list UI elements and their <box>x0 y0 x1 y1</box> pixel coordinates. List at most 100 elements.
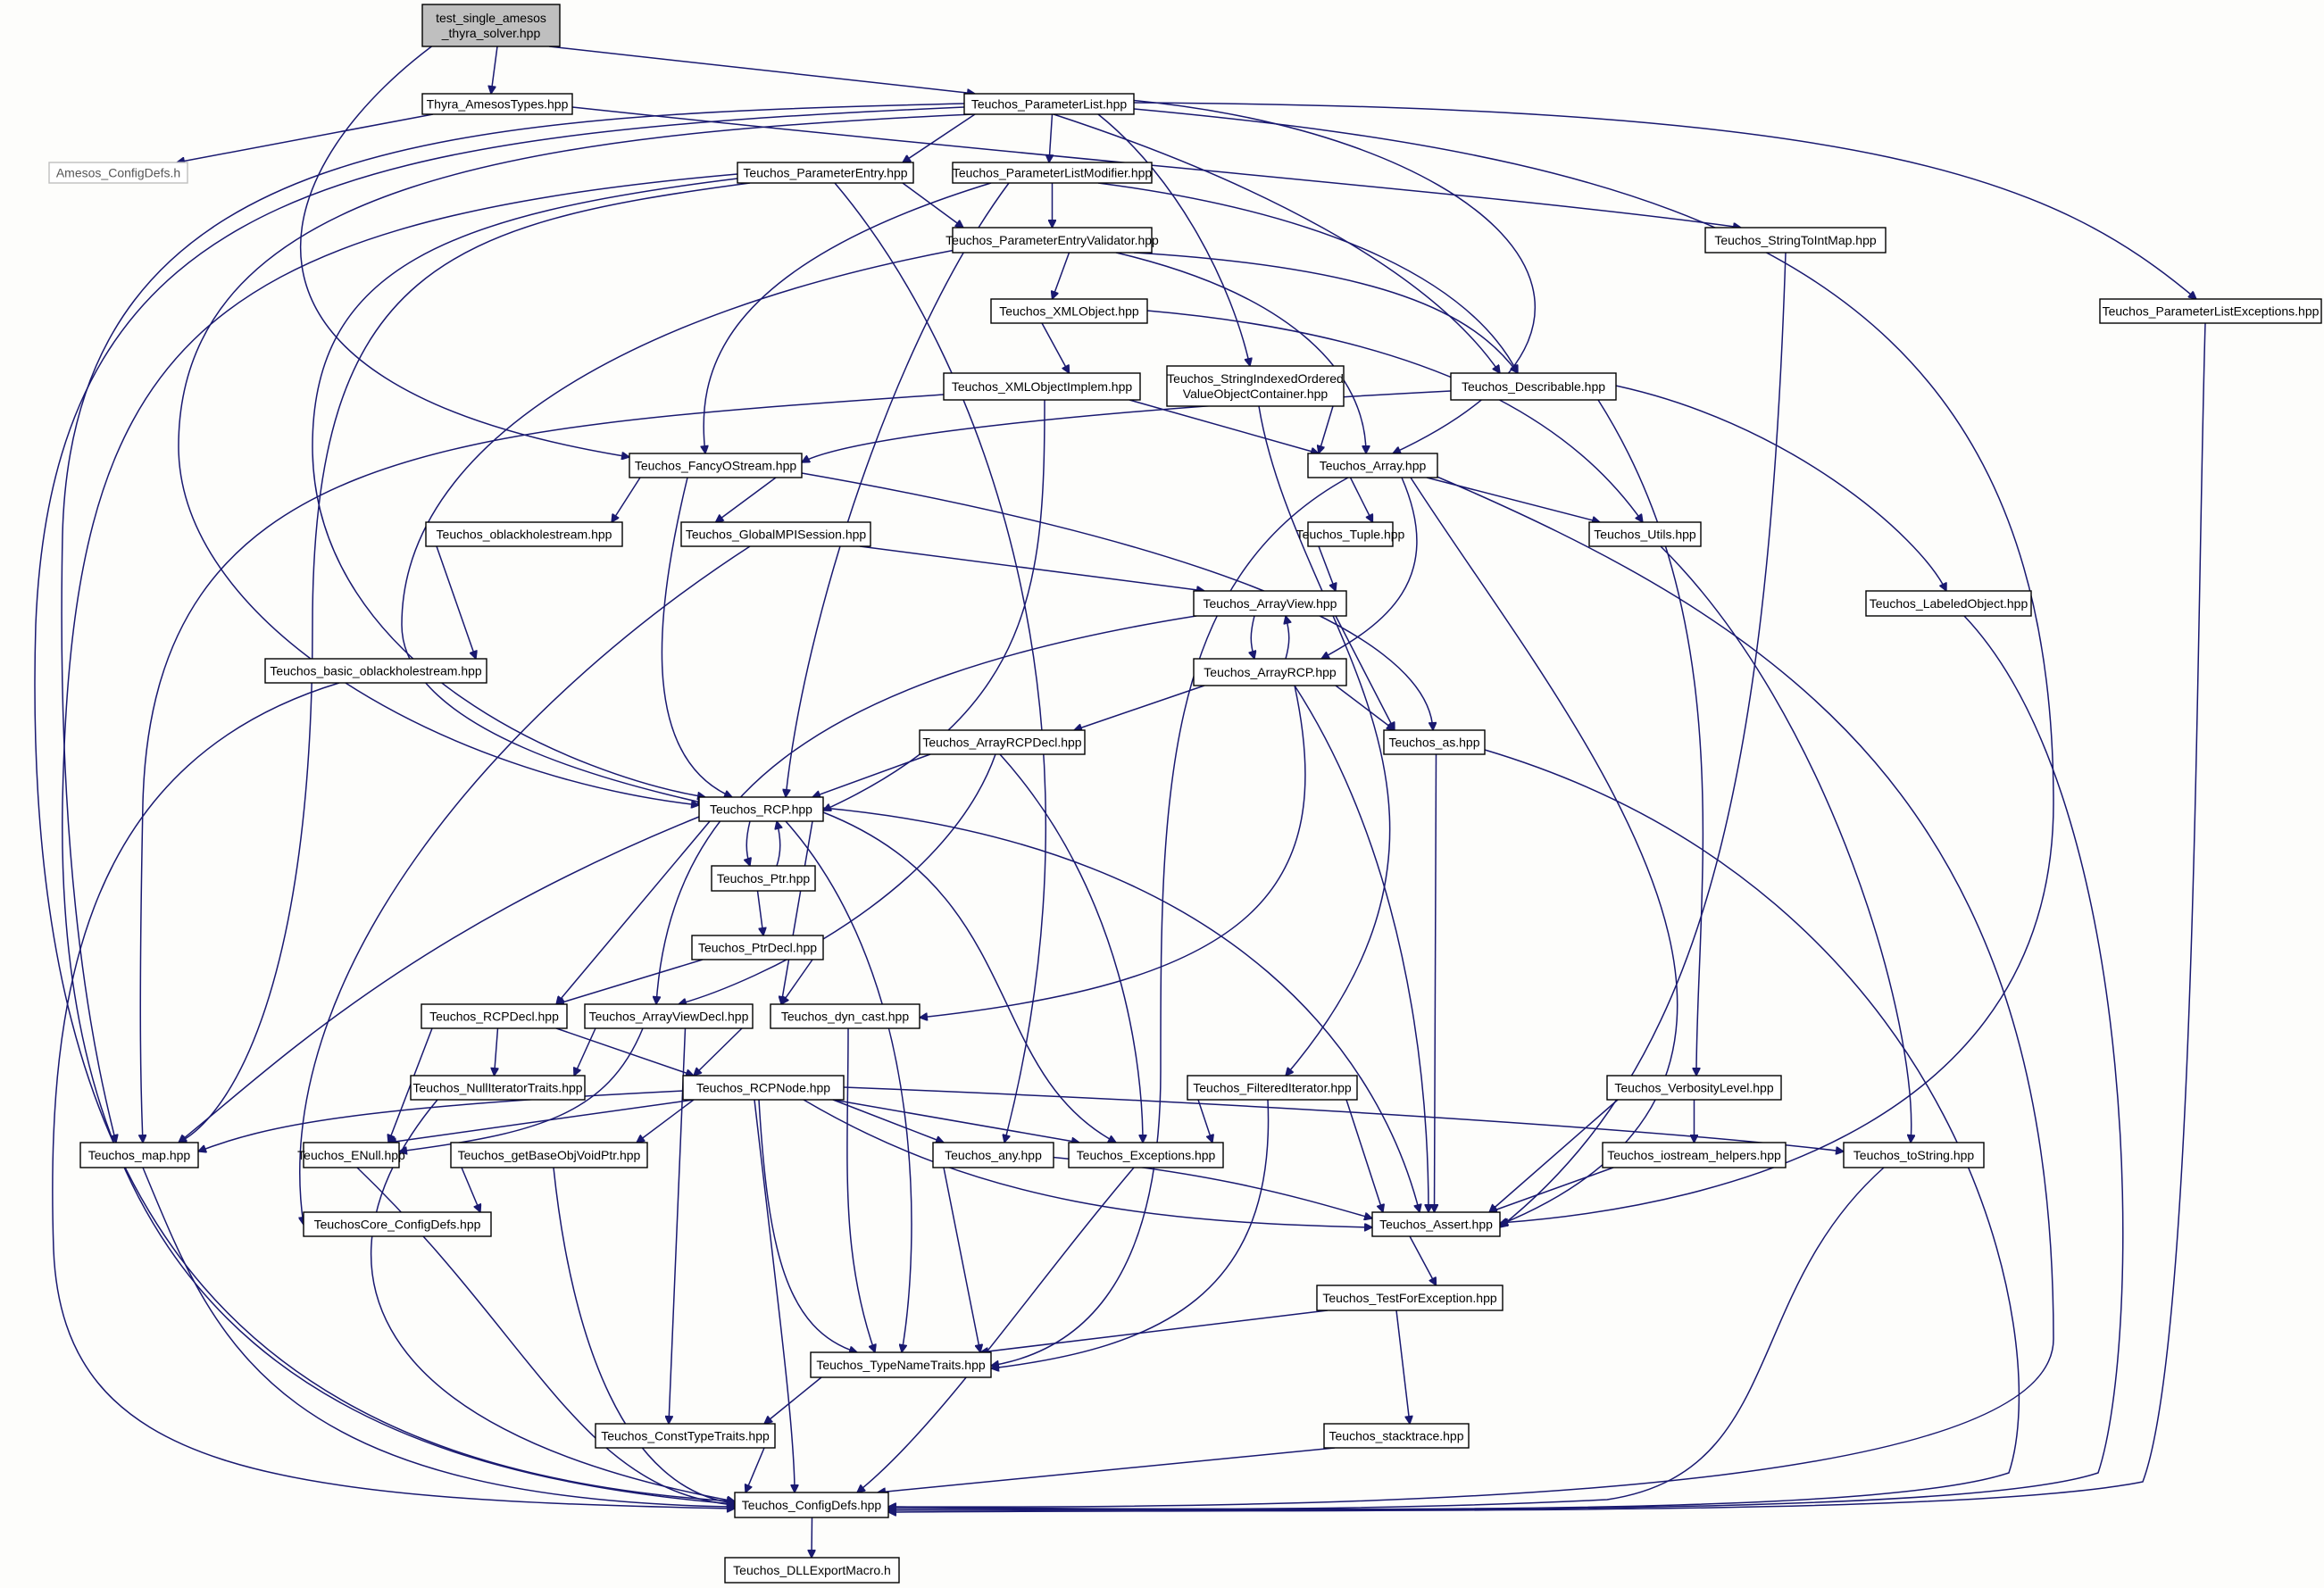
node-box-as[interactable] <box>1383 729 1486 755</box>
node-box-xmlobj[interactable] <box>990 298 1148 324</box>
node-box-utils[interactable] <box>1588 521 1702 547</box>
node-box-basicoblack[interactable] <box>264 658 487 684</box>
node-rcpnode[interactable]: Teuchos_RCPNode.hpp <box>682 1075 845 1101</box>
node-any[interactable]: Teuchos_any.hpp <box>932 1142 1054 1168</box>
node-box-tuple[interactable] <box>1307 521 1394 547</box>
node-arrayrcp[interactable]: Teuchos_ArrayRCP.hpp <box>1193 658 1347 686</box>
node-strindexed[interactable]: Teuchos_StringIndexedOrderedValueObjectC… <box>1166 365 1345 407</box>
node-enull[interactable]: Teuchos_ENull.hpp <box>297 1142 405 1168</box>
node-tuple[interactable]: Teuchos_Tuple.hpp <box>1296 521 1405 547</box>
node-box-plistmod[interactable] <box>952 162 1153 184</box>
node-box-pentry[interactable] <box>737 162 914 184</box>
node-amesoscfg[interactable]: Amesos_ConfigDefs.h <box>48 162 188 184</box>
node-dyncast[interactable]: Teuchos_dyn_cast.hpp <box>770 1003 920 1029</box>
node-box-plistexc[interactable] <box>2099 298 2322 324</box>
node-box-strindexed[interactable] <box>1166 365 1345 407</box>
node-xmlimpl[interactable]: Teuchos_XMLObjectImplem.hpp <box>943 372 1141 401</box>
node-box-arrayviewdecl[interactable] <box>584 1003 754 1029</box>
node-box-arrayview[interactable] <box>1193 590 1347 617</box>
node-typename[interactable]: Teuchos_TypeNameTraits.hpp <box>810 1351 992 1378</box>
node-box-consttype[interactable] <box>595 1423 776 1449</box>
node-labeled[interactable]: Teuchos_LabeledObject.hpp <box>1865 590 2032 617</box>
node-fancy[interactable]: Teuchos_FancyOStream.hpp <box>629 453 803 478</box>
node-box-exceptions[interactable] <box>1068 1142 1224 1168</box>
node-box-globalmpi[interactable] <box>680 521 871 547</box>
node-consttype[interactable]: Teuchos_ConstTypeTraits.hpp <box>595 1423 776 1449</box>
node-ptrdecl[interactable]: Teuchos_PtrDecl.hpp <box>691 935 824 960</box>
node-box-iohelpers[interactable] <box>1602 1142 1787 1168</box>
node-rcpdecl[interactable]: Teuchos_RCPDecl.hpp <box>421 1003 568 1029</box>
node-strtoint[interactable]: Teuchos_StringToIntMap.hpp <box>1704 227 1887 254</box>
node-configdefs[interactable]: Teuchos_ConfigDefs.hpp <box>734 1492 889 1518</box>
node-box-rcpnode[interactable] <box>682 1075 845 1101</box>
node-box-dllexport[interactable] <box>724 1557 900 1584</box>
node-corecfg[interactable]: TeuchosCore_ConfigDefs.hpp <box>303 1211 492 1237</box>
node-box-dyncast[interactable] <box>770 1003 920 1029</box>
node-box-any[interactable] <box>932 1142 1054 1168</box>
node-utils[interactable]: Teuchos_Utils.hpp <box>1588 521 1702 547</box>
node-box-pentryval[interactable] <box>952 227 1153 254</box>
node-box-map[interactable] <box>79 1142 199 1168</box>
node-thyra[interactable]: Thyra_AmesosTypes.hpp <box>421 93 573 115</box>
node-stacktrace[interactable]: Teuchos_stacktrace.hpp <box>1323 1423 1470 1449</box>
node-testforexc[interactable]: Teuchos_TestForException.hpp <box>1316 1285 1504 1311</box>
node-assert[interactable]: Teuchos_Assert.hpp <box>1371 1211 1501 1237</box>
node-nulliter[interactable]: Teuchos_NullIteratorTraits.hpp <box>410 1075 586 1101</box>
node-plistexc[interactable]: Teuchos_ParameterListExceptions.hpp <box>2099 298 2322 324</box>
node-box-xmlimpl[interactable] <box>943 372 1141 401</box>
node-filtered[interactable]: Teuchos_FilteredIterator.hpp <box>1187 1075 1358 1101</box>
node-box-root[interactable] <box>421 4 561 47</box>
node-root[interactable]: test_single_amesos_thyra_solver.hpp <box>421 4 561 47</box>
node-exceptions[interactable]: Teuchos_Exceptions.hpp <box>1068 1142 1224 1168</box>
node-box-amesoscfg[interactable] <box>48 162 188 184</box>
node-box-verbosity[interactable] <box>1606 1075 1782 1101</box>
node-box-ptrdecl[interactable] <box>691 935 824 960</box>
node-box-typename[interactable] <box>810 1351 992 1378</box>
node-box-getbase[interactable] <box>450 1142 648 1168</box>
node-box-rcp[interactable] <box>698 796 824 822</box>
node-box-fancy[interactable] <box>629 453 803 478</box>
node-box-tostring[interactable] <box>1843 1142 1985 1168</box>
node-plist[interactable]: Teuchos_ParameterList.hpp <box>963 93 1135 115</box>
node-box-arrayrcp[interactable] <box>1193 658 1347 686</box>
node-as[interactable]: Teuchos_as.hpp <box>1383 729 1486 755</box>
node-rcp[interactable]: Teuchos_RCP.hpp <box>698 796 824 822</box>
node-box-describ[interactable] <box>1450 372 1617 401</box>
node-globalmpi[interactable]: Teuchos_GlobalMPISession.hpp <box>680 521 871 547</box>
node-box-array[interactable] <box>1307 453 1438 478</box>
node-box-strtoint[interactable] <box>1704 227 1887 254</box>
node-pentry[interactable]: Teuchos_ParameterEntry.hpp <box>737 162 914 184</box>
node-ptr[interactable]: Teuchos_Ptr.hpp <box>711 865 816 892</box>
node-box-assert[interactable] <box>1371 1211 1501 1237</box>
node-verbosity[interactable]: Teuchos_VerbosityLevel.hpp <box>1606 1075 1782 1101</box>
node-box-testforexc[interactable] <box>1316 1285 1504 1311</box>
node-box-labeled[interactable] <box>1865 590 2032 617</box>
node-box-plist[interactable] <box>963 93 1135 115</box>
node-box-enull[interactable] <box>303 1142 400 1168</box>
node-box-thyra[interactable] <box>421 93 573 115</box>
node-array[interactable]: Teuchos_Array.hpp <box>1307 453 1438 478</box>
node-box-configdefs[interactable] <box>734 1492 889 1518</box>
node-tostring[interactable]: Teuchos_toString.hpp <box>1843 1142 1985 1168</box>
node-xmlobj[interactable]: Teuchos_XMLObject.hpp <box>990 298 1148 324</box>
node-basicoblack[interactable]: Teuchos_basic_oblackholestream.hpp <box>264 658 487 684</box>
node-box-nulliter[interactable] <box>410 1075 586 1101</box>
node-box-rcpdecl[interactable] <box>421 1003 568 1029</box>
node-map[interactable]: Teuchos_map.hpp <box>79 1142 199 1168</box>
node-getbase[interactable]: Teuchos_getBaseObjVoidPtr.hpp <box>450 1142 648 1168</box>
node-box-ptr[interactable] <box>711 865 816 892</box>
node-box-oblack[interactable] <box>425 521 623 547</box>
node-iohelpers[interactable]: Teuchos_iostream_helpers.hpp <box>1602 1142 1787 1168</box>
node-arrayview[interactable]: Teuchos_ArrayView.hpp <box>1193 590 1347 617</box>
node-describ[interactable]: Teuchos_Describable.hpp <box>1450 372 1617 401</box>
node-arrayviewdecl[interactable]: Teuchos_ArrayViewDecl.hpp <box>584 1003 754 1029</box>
node-box-filtered[interactable] <box>1187 1075 1358 1101</box>
node-pentryval[interactable]: Teuchos_ParameterEntryValidator.hpp <box>945 227 1159 254</box>
node-arrayrcpdecl[interactable]: Teuchos_ArrayRCPDecl.hpp <box>919 729 1086 755</box>
node-box-arrayrcpdecl[interactable] <box>919 729 1086 755</box>
node-oblack[interactable]: Teuchos_oblackholestream.hpp <box>425 521 623 547</box>
node-plistmod[interactable]: Teuchos_ParameterListModifier.hpp <box>952 162 1153 184</box>
node-dllexport[interactable]: Teuchos_DLLExportMacro.h <box>724 1557 900 1584</box>
node-box-corecfg[interactable] <box>303 1211 492 1237</box>
node-box-stacktrace[interactable] <box>1323 1423 1470 1449</box>
